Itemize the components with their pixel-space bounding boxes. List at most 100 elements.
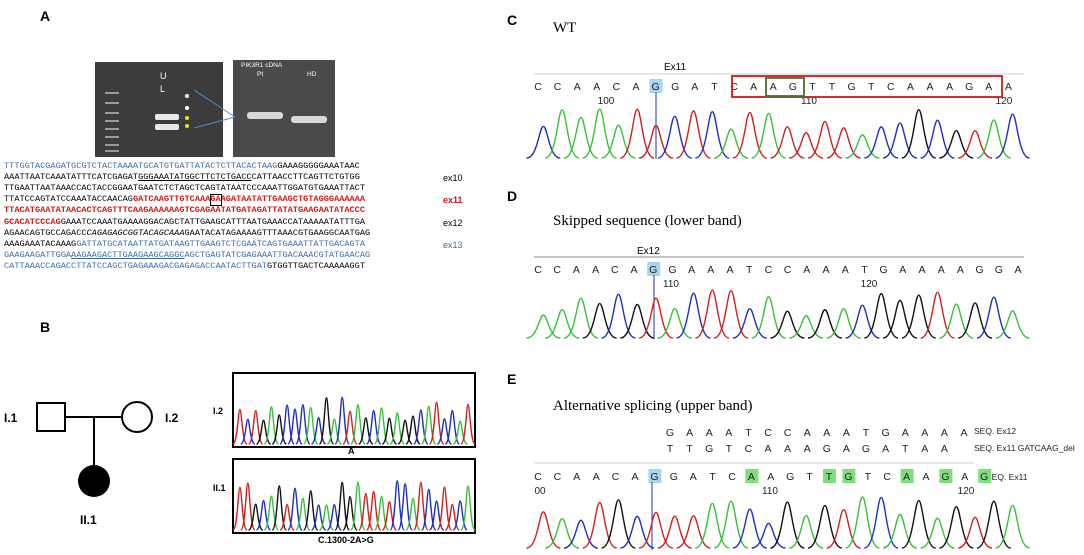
- base-call: G: [965, 81, 973, 93]
- base-call: A: [784, 443, 791, 455]
- base-highlight: [745, 469, 759, 483]
- base-call: A: [1014, 264, 1021, 276]
- trace-peak: [770, 126, 805, 159]
- sequence-segment: GCACATCCCAG: [4, 216, 61, 227]
- sequence-line: CATTAAACCAGACCTTATCCAGCTGAGAAAGACGAGAGAC…: [4, 261, 365, 272]
- base-call: A: [688, 264, 695, 276]
- base-call: A: [804, 427, 811, 439]
- base-call: A: [770, 81, 777, 93]
- trace-caption-a: A: [348, 446, 355, 456]
- exon-label-ex11: ex11: [443, 195, 463, 206]
- trace-peak: [287, 487, 303, 531]
- base-call: G: [823, 443, 831, 455]
- trace-peak: [826, 127, 861, 159]
- base-highlight: [648, 469, 662, 483]
- trace-peak: [563, 297, 599, 339]
- base-call: C: [613, 81, 621, 93]
- chromatogram-i2: [232, 396, 476, 445]
- position-number: 110: [762, 486, 778, 497]
- sequence-line: AAATTAATCAAATATTTCATCGAGATGGGAAATATGGCTT…: [4, 172, 360, 183]
- trace-peak: [770, 310, 805, 339]
- trace-peak: [526, 125, 561, 159]
- position-number: 00: [534, 486, 546, 497]
- base-highlight: [900, 469, 914, 483]
- trace-peak: [995, 504, 1030, 549]
- base-call: G: [976, 264, 984, 276]
- cdna-gel-image: PIK3R1 cDNA Pt HD: [233, 60, 335, 157]
- sequence-line: AGAACAGTGCCAGACCCAGAGAGCGGTACAGCAAAGAATA…: [4, 228, 370, 239]
- sequence-line: GCACATCCCAGGAAATCCAAATGAAAAGGACAGCTATTGA…: [4, 217, 365, 228]
- base-call: T: [861, 264, 868, 276]
- position-number: 120: [861, 279, 878, 290]
- trace-peak: [334, 481, 350, 531]
- sequence-segment: GATCAAGTTGTCAAAGAAGATAATATTGAAGCTGTAGGGA…: [132, 194, 366, 205]
- base-call: A: [957, 264, 964, 276]
- base-call: C: [730, 81, 738, 93]
- trace-peak: [695, 111, 730, 159]
- base-call: A: [803, 264, 810, 276]
- trace-peak: [995, 310, 1030, 339]
- hd-lane-label: HD: [307, 71, 317, 78]
- trace-peak: [582, 108, 617, 159]
- base-call: A: [1005, 81, 1012, 93]
- trace-peak: [263, 406, 280, 445]
- sequence-segment: GGGAAATATGGCTTCTCTGACC: [138, 172, 252, 183]
- panel-e-title: Alternative splicing (upper band): [553, 398, 753, 414]
- sequence-segment: TTATCCAGTATCCAAATACCAACAG: [4, 194, 133, 205]
- trace-peak: [995, 113, 1030, 159]
- trace-row-label-ii1: II.1: [213, 483, 226, 493]
- base-call: T: [667, 443, 674, 455]
- trace-peak: [350, 481, 366, 531]
- trace-peak: [807, 309, 842, 339]
- trace-peak: [920, 291, 955, 339]
- trace-caption-mutation: C.1300-2A>G: [318, 535, 374, 545]
- pedigree-diagram: [36, 401, 153, 497]
- base-call: A: [804, 443, 811, 455]
- base-call: A: [985, 81, 992, 93]
- base-call: G: [666, 427, 674, 439]
- base-call: A: [707, 264, 714, 276]
- sequence-segment: TTGAATTAATAAACCACTACCGGAATGAATCTCTAGCTCA…: [4, 183, 365, 194]
- chromatogram-ii1: [232, 480, 476, 531]
- base-call: G: [652, 81, 660, 93]
- base-call: C: [764, 427, 772, 439]
- trace-peak: [271, 485, 288, 531]
- trace-peak: [657, 307, 692, 339]
- base-call: A: [592, 264, 599, 276]
- panel-a-letter: A: [40, 8, 51, 24]
- trace-peak: [695, 502, 730, 549]
- panel-b-letter: B: [40, 319, 51, 335]
- base-call: C: [611, 264, 619, 276]
- base-call: G: [941, 471, 949, 483]
- base-call: C: [745, 443, 753, 455]
- base-call: A: [822, 264, 829, 276]
- base-call: G: [882, 427, 890, 439]
- base-call: A: [690, 471, 697, 483]
- base-highlight: [823, 469, 836, 483]
- pt-lane-label: Pt: [257, 71, 264, 78]
- trace-peak: [732, 111, 768, 159]
- base-call: A: [921, 427, 928, 439]
- trace-box-ii1: [232, 458, 476, 534]
- base-call: C: [883, 471, 891, 483]
- pedigree-i2: I.2: [165, 411, 179, 425]
- trace-peak: [939, 505, 974, 549]
- pedigree-ii1: II.1: [80, 513, 97, 527]
- base-call: T: [826, 471, 833, 483]
- base-call: C: [534, 264, 542, 276]
- base-call: C: [554, 471, 562, 483]
- base-call: A: [922, 471, 929, 483]
- trace-peak: [544, 109, 580, 159]
- base-call: T: [865, 471, 872, 483]
- base-call: G: [880, 264, 888, 276]
- trace-peak: [807, 504, 843, 549]
- base-call: G: [671, 81, 679, 93]
- base-highlight: [649, 79, 663, 93]
- seq-label: SEQ. Ex11 GATCAAG_del: [974, 443, 1075, 453]
- base-call: A: [843, 427, 850, 439]
- base-call: C: [553, 264, 561, 276]
- seq-label: SEQ. Ex12: [974, 426, 1016, 436]
- trace-peak: [676, 292, 711, 339]
- sequence-segment: AAGAAGACTTGAAGAAGCAGGC: [71, 249, 185, 260]
